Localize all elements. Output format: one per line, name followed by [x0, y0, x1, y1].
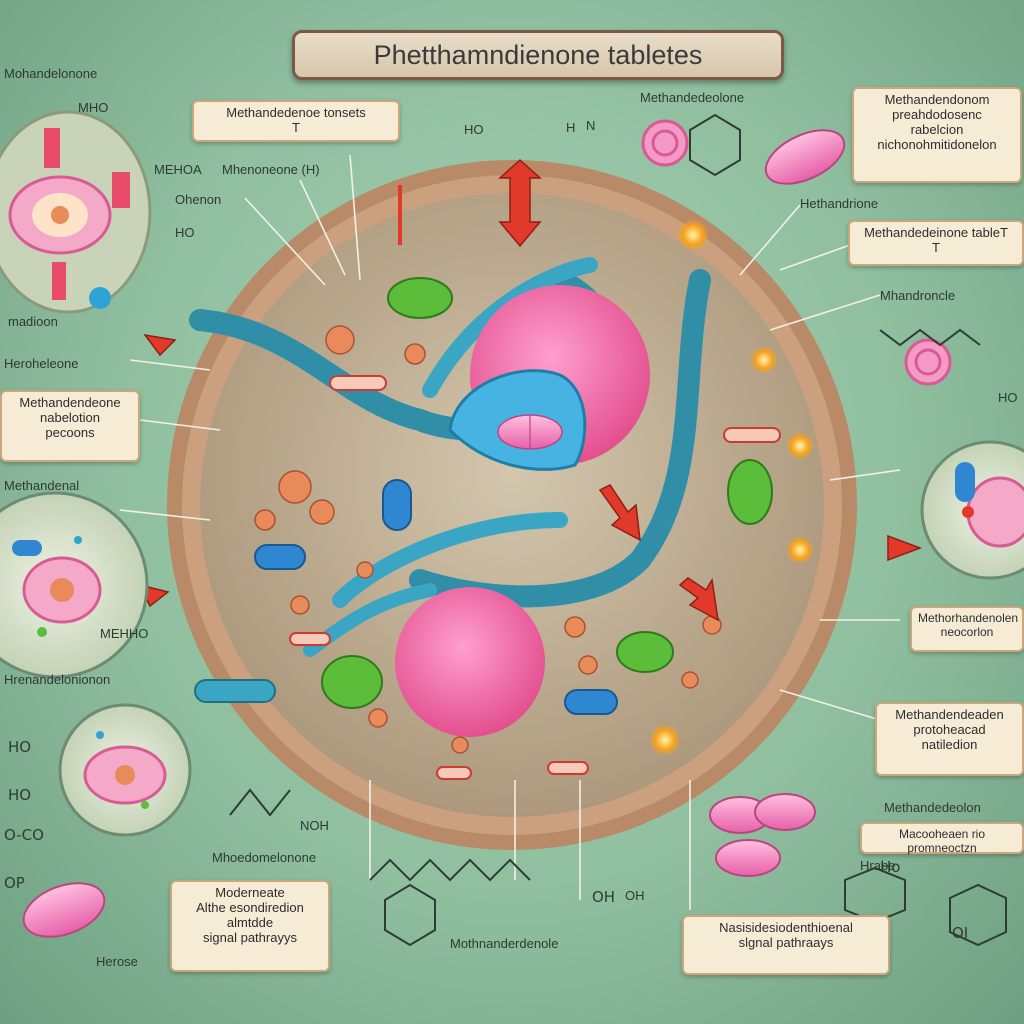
- label-line: almtdde: [226, 914, 274, 930]
- label-line: natiledion: [921, 736, 978, 752]
- label-line: T: [292, 119, 300, 135]
- label-left-4: Hrenandelonionon: [4, 672, 111, 687]
- label-tl-1: Mohandelonone: [4, 66, 98, 81]
- leader-lines: [119, 154, 901, 910]
- label-bottom-1: Mhoedomelonone: [212, 850, 317, 865]
- label-left-2: Methandenal: [4, 478, 80, 493]
- label-line: neocorlon: [940, 624, 994, 639]
- label-line: protoheacad: [913, 721, 986, 737]
- label-line: Althe esondiredion: [196, 899, 304, 915]
- label-line: nabelotion: [40, 409, 100, 425]
- side-cell-bottom-left: [58, 703, 192, 837]
- small-red-tags: [289, 375, 781, 780]
- mitochondrion-icon: [321, 277, 773, 709]
- vesicles-blue: [194, 479, 618, 715]
- label-tl-2: MHO: [78, 100, 109, 115]
- label-bottom-5: Hrabe: [860, 858, 896, 873]
- label-tl-5: Ohenon: [175, 192, 222, 207]
- label-line: slgnal pathraays: [738, 934, 834, 950]
- label-line: Methorhandenolen: [918, 611, 1019, 625]
- label-line: Methandedenoe tonsets: [226, 105, 366, 120]
- label-left-1: Heroheleone: [4, 356, 79, 371]
- label-right-3: Methandedeolon: [884, 800, 981, 815]
- label-bottom-6: Herose: [96, 954, 138, 969]
- label-box-left-mid: Methandendeone nabelotion pecoons: [0, 390, 140, 462]
- spiral-tablets: [641, 119, 952, 386]
- label-right-2: Mhandroncle: [880, 288, 956, 303]
- arrow-icon: [138, 158, 923, 622]
- chem-label-3: O-CO: [4, 826, 44, 844]
- label-line: pecoons: [45, 424, 95, 440]
- label-line: Methandendeone: [19, 395, 121, 410]
- glow-spots: [649, 219, 814, 756]
- side-cell-right: [920, 440, 1024, 580]
- label-box-top-center: Methandedenoe tonsets T: [192, 100, 400, 142]
- label-box-bottom-left: Moderneate Althe esondiredion almtdde si…: [170, 880, 330, 972]
- label-top-r1: Methandedeolone: [640, 90, 745, 105]
- label-tl-7: madioon: [8, 314, 58, 329]
- label-line: nichonohmitidonelon: [877, 136, 997, 152]
- label-right-4: HO: [998, 390, 1018, 405]
- label-bottom-2: Mothnanderdenole: [450, 936, 559, 951]
- tablet-icon-group: [22, 129, 846, 938]
- label-line: signal pathrayys: [203, 929, 297, 945]
- chem-label-2: HO: [8, 786, 32, 804]
- label-line: preahdodosenc: [892, 106, 982, 122]
- chem-label-7: OI: [952, 924, 969, 942]
- chem-label-1: HO: [8, 738, 32, 756]
- label-tl-3: MEHOA: [154, 162, 202, 177]
- label-line: Moderneate: [215, 885, 285, 900]
- label-box-top-right: Methandendonom preahdodosenc rabelcion n…: [852, 87, 1022, 183]
- vesicles-orange: [254, 325, 722, 754]
- label-bottom-3: OH: [625, 888, 645, 903]
- label-line: T: [932, 239, 940, 255]
- label-line: Methandendonom: [884, 92, 990, 107]
- label-bottom-4: NOH: [300, 818, 329, 833]
- label-box-right-bottom: Macooheaen rio promneoctzn: [860, 822, 1024, 855]
- label-box-right-mid: Methorhandenolen neocorlon: [910, 606, 1024, 652]
- label-line: Macooheaen rio promneoctzn: [898, 827, 986, 855]
- label-box-right-upper: Methandedeinone tableT T: [848, 220, 1024, 266]
- chem-label-5: Ho: [880, 858, 901, 876]
- side-cell-mid-left: [0, 491, 149, 679]
- chem-label-6: OH: [592, 888, 616, 906]
- label-tl-4: Mhenoneone (H): [222, 162, 320, 177]
- label-line: Methandendeaden: [895, 707, 1004, 722]
- page-title: Phetthamndienone tabletes: [292, 30, 784, 80]
- label-top-3: N: [586, 118, 596, 133]
- label-right-1: Hethandrione: [800, 196, 879, 211]
- label-left-3: MEHHO: [100, 626, 149, 641]
- label-box-bottom-right: Nasisidesiodenthioenal slgnal pathraays: [682, 915, 890, 975]
- side-cell-top-left: [0, 110, 152, 314]
- label-box-right-lower: Methandendeaden protoheacad natiledion: [875, 702, 1024, 776]
- label-line: rabelcion: [910, 121, 964, 137]
- molecule-icon: [229, 113, 1007, 947]
- label-line: Methandedeinone tableT: [864, 225, 1008, 240]
- label-top-1: HO: [464, 122, 484, 137]
- label-line: Nasisidesiodenthioenal: [719, 920, 853, 935]
- nucleus-lower: [395, 587, 545, 737]
- label-top-2: H: [566, 120, 576, 135]
- chem-label-4: OP: [4, 874, 25, 892]
- label-tl-6: HO: [175, 225, 195, 240]
